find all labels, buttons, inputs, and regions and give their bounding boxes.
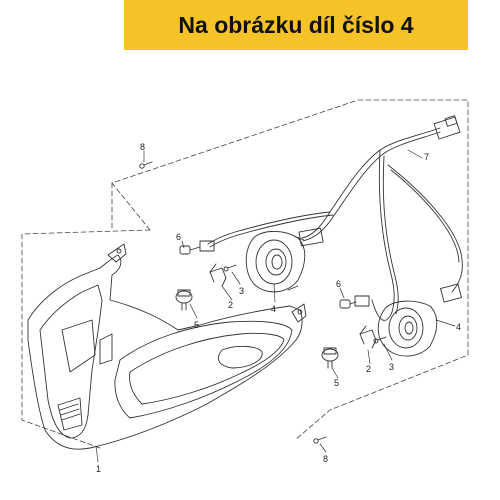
position-bulb-right (339, 299, 357, 309)
callout-4-right: 4 (456, 322, 461, 332)
callout-2-left: 2 (228, 300, 233, 310)
spring-clip-right (359, 325, 377, 349)
callout-3-right: 3 (389, 362, 394, 372)
callout-2-right: 2 (366, 364, 371, 374)
banner-text: Na obrázku díl číslo 4 (178, 11, 414, 38)
screw-part-3-right (373, 336, 387, 344)
socket-cover-left (245, 231, 306, 293)
assembly-frame (21, 99, 469, 449)
position-bulb-left (179, 245, 201, 255)
spring-clip-left (209, 263, 227, 287)
socket-cover-right (377, 300, 438, 357)
callout-1: 1 (96, 464, 101, 474)
leader-lines (95, 149, 456, 463)
screw-part-8-bottom (313, 436, 327, 444)
callout-6-left: 6 (176, 232, 181, 242)
part-number-banner: Na obrázku díl číslo 4 (124, 0, 468, 50)
callout-6-right: 6 (336, 279, 341, 289)
headlight-housing (27, 243, 307, 450)
callout-5-right: 5 (334, 378, 339, 388)
callout-labels: 8 7 6 6 4 4 3 2 3 2 5 5 8 1 (96, 142, 461, 474)
callout-8-bottom: 8 (323, 454, 328, 464)
callout-7: 7 (424, 152, 429, 162)
callout-4-left: 4 (271, 304, 276, 314)
callout-8-top: 8 (140, 142, 145, 152)
bulb-right (321, 347, 339, 369)
callout-5-left: 5 (194, 320, 199, 330)
bulb-left (175, 289, 193, 311)
screw-part-8-top (139, 161, 153, 169)
callout-3-left: 3 (239, 286, 244, 296)
harness-connectors (199, 115, 462, 307)
screw-part-3-left (223, 264, 237, 272)
